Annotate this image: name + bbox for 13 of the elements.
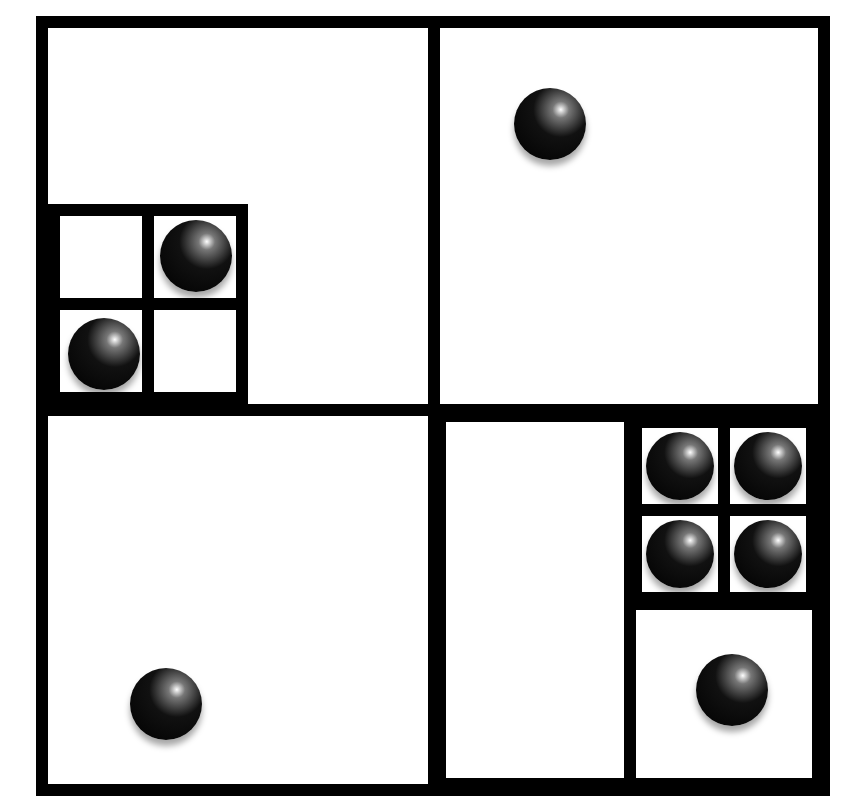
grid-cell [440,416,630,784]
grid-cell [36,16,830,796]
grid-cell [148,210,242,304]
grid-cell [54,210,148,304]
grid-cell [630,416,818,604]
grid-cell [630,604,818,784]
grid-cell [42,410,434,790]
grid-cell [54,304,148,398]
grid-cell [434,410,824,790]
grid-cell [148,304,242,398]
grid-cell [42,22,434,410]
grid-cell [434,22,824,410]
grid-cell [48,204,248,404]
